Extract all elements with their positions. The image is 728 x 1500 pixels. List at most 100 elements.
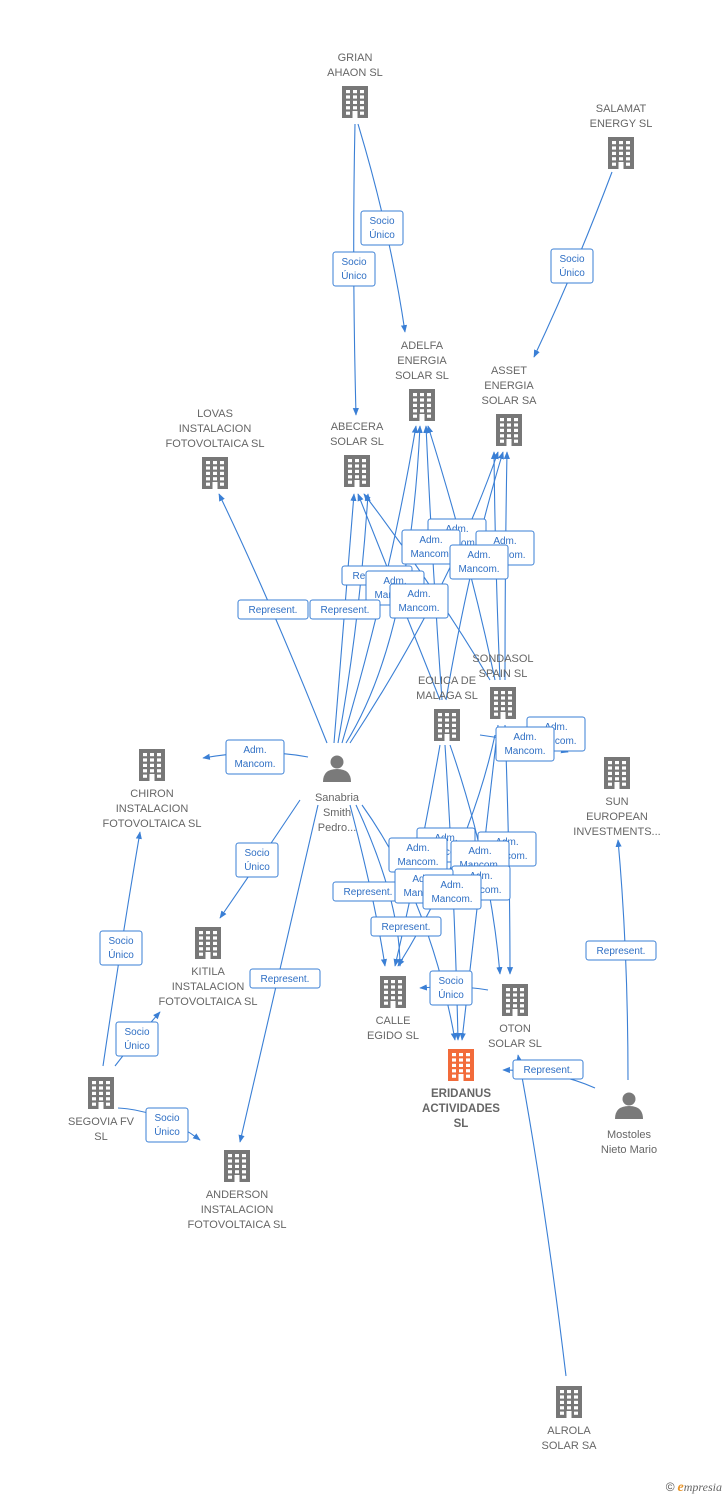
node-label: KITILA (191, 966, 225, 978)
node-label: ENERGY SL (590, 118, 653, 130)
node-label: ERIDANUS (431, 1088, 491, 1100)
node-alrola[interactable]: ALROLA SOLAR SA (541, 1386, 597, 1452)
edge-label-text: Socio (124, 1027, 149, 1038)
building-icon (342, 86, 368, 118)
person-icon (615, 1092, 643, 1119)
building-icon (556, 1386, 582, 1418)
edge-label[interactable]: Adm.Mancom. (449, 544, 509, 580)
person-icon (323, 755, 351, 782)
edge-label-text: Adm. (468, 846, 491, 857)
edge-label[interactable]: Represent. (512, 1059, 584, 1080)
node-label: CALLE (376, 1015, 411, 1027)
edge-label-text: Socio (559, 254, 584, 265)
edge-label-text: Mancom. (431, 894, 472, 905)
node-label: SOLAR SL (488, 1038, 542, 1050)
node-eolica[interactable]: EOLICA DE MALAGA SL (416, 675, 478, 741)
building-icon (88, 1077, 114, 1109)
edge-label-text: Adm. (544, 722, 567, 733)
edge-label-text: Represent. (321, 605, 370, 616)
building-icon (448, 1049, 474, 1081)
node-label: OTON (499, 1023, 531, 1035)
edge-label-text: Represent. (344, 887, 393, 898)
node-label: SEGOVIA FV (68, 1116, 135, 1128)
node-label: ENERGIA (397, 355, 447, 367)
edge-label-text: Socio (438, 976, 463, 987)
edge-label[interactable]: Represent. (309, 599, 381, 620)
edge-label-text: Mancom. (410, 549, 451, 560)
edge-label[interactable]: Represent. (332, 881, 404, 902)
edge-label-text: Adm. (513, 732, 536, 743)
edge-label-text: Único (341, 269, 367, 282)
node-label: AHAON SL (327, 67, 383, 79)
node-label: EUROPEAN (586, 811, 648, 823)
building-icon (409, 389, 435, 421)
node-label: EOLICA DE (418, 675, 476, 687)
node-adelfa[interactable]: ADELFA ENERGIA SOLAR SL (395, 340, 449, 421)
edge-label-text: Adm. (406, 843, 429, 854)
node-label: INSTALACION (201, 1204, 274, 1216)
node-label: Smith (323, 807, 351, 819)
relationship-edge (516, 1054, 567, 1377)
edge-label[interactable]: Adm.Mancom. (388, 837, 448, 873)
edge-label[interactable]: Adm.Mancom. (422, 874, 482, 910)
node-label: ALROLA (547, 1425, 591, 1437)
copyright-symbol: © (665, 1480, 675, 1494)
node-label: SL (94, 1131, 107, 1143)
node-label: INVESTMENTS... (573, 826, 660, 838)
node-label: CHIRON (130, 788, 173, 800)
edge-label[interactable]: Represent. (585, 940, 657, 961)
node-label: ABECERA (331, 421, 384, 433)
edge-label-text: Socio (108, 936, 133, 947)
edge-label[interactable]: Adm.Mancom. (495, 726, 555, 762)
empresia-watermark: © empresia (666, 1480, 722, 1496)
building-icon (434, 709, 460, 741)
building-icon (490, 687, 516, 719)
edge-label-text: Represent. (382, 922, 431, 933)
node-sanabria[interactable]: SanabriaSmithPedro... (315, 755, 360, 835)
node-label: FOTOVOLTAICA SL (165, 438, 264, 450)
edge-label-text: Socio (244, 848, 269, 859)
node-label: MALAGA SL (416, 690, 478, 702)
edge-label[interactable]: Adm.Mancom. (389, 583, 449, 619)
edge-label[interactable]: Represent. (237, 599, 309, 620)
node-label: SOLAR SL (395, 370, 449, 382)
node-calle[interactable]: CALLE EGIDO SL (367, 976, 419, 1042)
node-label: INSTALACION (172, 981, 245, 993)
edge-label-text: Único (108, 948, 134, 961)
edge-label[interactable]: Adm.Mancom. (225, 739, 285, 775)
node-label: EGIDO SL (367, 1030, 419, 1042)
edge-label[interactable]: Represent. (370, 916, 442, 937)
node-oton[interactable]: OTON SOLAR SL (488, 984, 542, 1050)
building-icon (224, 1150, 250, 1182)
edge-label[interactable]: Represent. (249, 968, 321, 989)
node-sun[interactable]: SUNEUROPEANINVESTMENTS... (573, 757, 661, 838)
building-icon (496, 414, 522, 446)
edge-labels-layer: SocioÚnicoSocioÚnicoSocioÚnicoAdm.Mancom… (99, 210, 657, 1143)
node-segovia[interactable]: SEGOVIA FV SL (68, 1077, 135, 1143)
edge-label-text: Adm. (419, 535, 442, 546)
node-label: SOLAR SA (541, 1440, 597, 1452)
node-label: ADELFA (401, 340, 444, 352)
edge-label-text: Adm. (407, 589, 430, 600)
